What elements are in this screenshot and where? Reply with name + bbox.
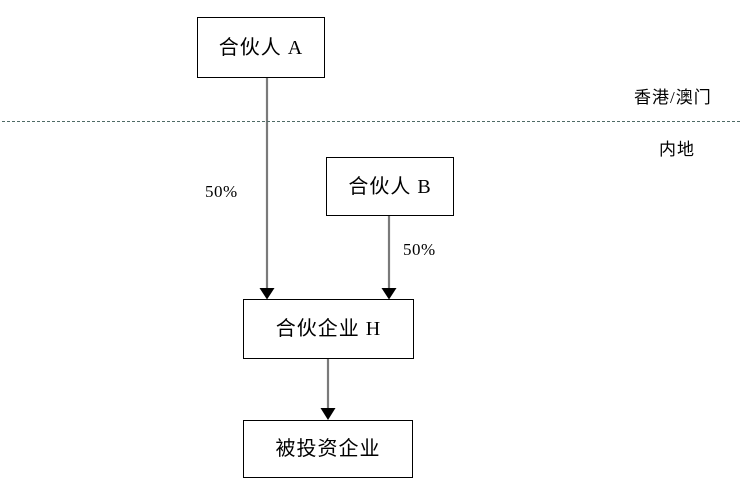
node-partner-a-label: 合伙人 A bbox=[218, 36, 304, 59]
node-invested-enterprise-label: 被投资企业 bbox=[275, 438, 381, 460]
node-invested-enterprise[interactable]: 被投资企业 bbox=[243, 420, 413, 478]
node-partnership-h-label: 合伙企业 H bbox=[275, 318, 382, 340]
edge-label-partner-a-share: 50% bbox=[205, 182, 238, 201]
dashed-boundary-line-icon bbox=[2, 121, 740, 122]
region-label-hongkong-macau: 香港/澳门 bbox=[634, 88, 712, 107]
node-partnership-h[interactable]: 合伙企业 H bbox=[243, 299, 414, 359]
arrow-down-icon-h-invested bbox=[320, 408, 336, 420]
node-partner-b-label: 合伙人 B bbox=[348, 175, 432, 198]
edge-label-partner-b-share: 50% bbox=[403, 240, 436, 259]
node-partner-a[interactable]: 合伙人 A bbox=[197, 17, 325, 78]
node-partner-b[interactable]: 合伙人 B bbox=[326, 157, 454, 216]
arrow-down-icon-b-h bbox=[381, 288, 397, 300]
arrow-down-icon-a-h bbox=[259, 288, 275, 300]
region-label-mainland: 内地 bbox=[659, 140, 695, 159]
